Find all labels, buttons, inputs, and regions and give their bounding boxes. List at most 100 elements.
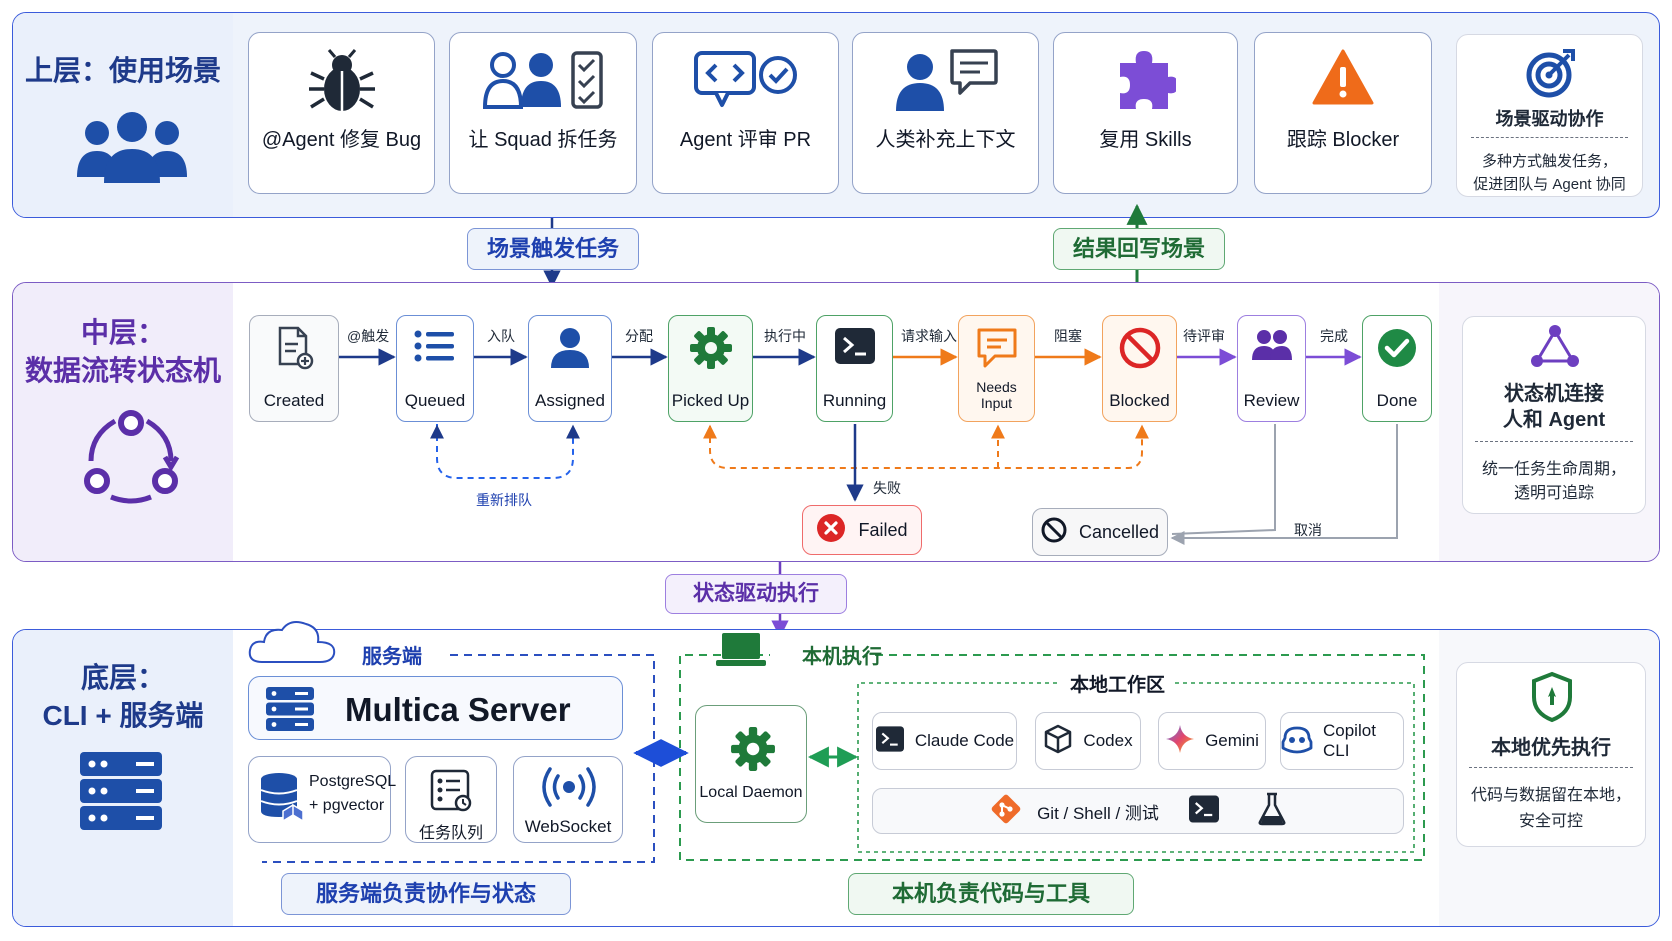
team-checklist-icon — [450, 49, 636, 111]
bottom-side-desc-2: 安全可控 — [1518, 813, 1583, 830]
scenario-card-6: 跟踪 Blocker — [1254, 32, 1432, 194]
top-side-desc-1: 多种方式触发任务， — [1481, 153, 1617, 170]
scenario-card-label: 让 Squad 拆任务 — [468, 129, 618, 151]
laptop-icon — [714, 630, 768, 675]
local-section-title: 本机执行 — [802, 646, 882, 668]
middle-side-title-2: 人和 Agent — [1502, 409, 1606, 431]
local-daemon-label: Local Daemon — [699, 784, 803, 801]
state-needs-input-label: Needs Input — [976, 379, 1017, 411]
middle-side-desc-1: 统一任务生命周期， — [1481, 461, 1626, 478]
postgres-card: PostgreSQL + pgvector — [248, 756, 396, 843]
multica-server-label: Multica Server — [345, 691, 571, 728]
bottom-side-desc-1: 代码与数据留在本地， — [1470, 787, 1631, 804]
scenario-card-1: @Agent 修复 Bug — [248, 32, 435, 194]
database-icon — [259, 771, 307, 828]
gear-icon — [669, 326, 752, 370]
claude-code-terminal-icon — [875, 725, 905, 758]
postgres-label-2: + pgvector — [309, 797, 385, 814]
tool-card-label: Claude Code — [914, 731, 1015, 750]
bottom-layer-title-2: CLI + 服务端 — [42, 700, 204, 731]
network-triangle-icon — [1529, 321, 1581, 374]
scenario-card-label: @Agent 修复 Bug — [261, 129, 422, 151]
git-icon — [989, 792, 1023, 831]
state-cancelled: Cancelled — [1032, 508, 1168, 556]
check-circle-icon — [1363, 326, 1431, 370]
scenario-card-label: 复用 Skills — [1099, 129, 1192, 151]
task-queue-label: 任务队列 — [418, 825, 483, 842]
state-created-label: Created — [263, 391, 325, 410]
state-drive-label: 状态驱动执行 — [665, 574, 847, 614]
edge-label-fail: 失败 — [873, 480, 901, 496]
trigger-task-label: 场景触发任务 — [467, 228, 639, 270]
edge-label-assign: 分配 — [625, 328, 653, 344]
edge-label-requeue: 重新排队 — [476, 492, 532, 508]
tool-card-2: Codex — [1035, 712, 1141, 770]
code-review-icon — [653, 49, 838, 109]
server-icon — [265, 686, 315, 737]
edge-label-to-review: 待评审 — [1183, 328, 1225, 344]
state-failed-label: Failed — [858, 519, 908, 540]
edge-label-executing: 执行中 — [764, 328, 806, 344]
copilot-icon — [1281, 724, 1313, 759]
state-review-label: Review — [1243, 391, 1300, 410]
local-daemon-card: Local Daemon — [695, 705, 807, 823]
codex-cube-icon — [1043, 724, 1073, 759]
new-document-icon — [250, 326, 338, 370]
target-icon — [1525, 47, 1577, 104]
state-needs-input: Needs Input — [958, 315, 1035, 422]
middle-layer-title-1: 中层： — [80, 317, 165, 348]
tool-card-label: Gemini — [1205, 731, 1259, 750]
state-queued-label: Queued — [404, 391, 466, 410]
person-icon — [529, 326, 611, 370]
gemini-sparkle-icon — [1165, 724, 1195, 759]
scenario-card-label: 跟踪 Blocker — [1286, 129, 1400, 151]
state-blocked-label: Blocked — [1109, 391, 1170, 410]
top-side-desc-2: 促进团队与 Agent 协同 — [1473, 176, 1626, 193]
state-running-label: Running — [822, 391, 887, 410]
tool-card-label: Copilot CLI — [1323, 721, 1376, 760]
message-icon — [959, 326, 1034, 368]
state-cancelled-label: Cancelled — [1078, 521, 1160, 542]
edge-label-enqueue: 入队 — [487, 328, 515, 344]
review-group-icon — [1238, 326, 1305, 366]
edge-label-trigger: @触发 — [347, 328, 390, 344]
bottom-layer-title-1: 底层： — [80, 662, 165, 693]
state-review: Review — [1237, 315, 1306, 422]
edge-label-complete: 完成 — [1320, 328, 1348, 344]
edge-label-block: 阻塞 — [1054, 328, 1082, 344]
middle-layer-title-2: 数据流转状态机 — [24, 355, 221, 386]
shield-icon — [1530, 671, 1574, 728]
workspace-title: 本地工作区 — [1070, 675, 1166, 696]
task-queue-card: 任务队列 — [405, 756, 497, 843]
cycle-icon — [79, 401, 183, 510]
state-done: Done — [1362, 315, 1432, 422]
scenario-card-2: 让 Squad 拆任务 — [449, 32, 637, 194]
state-picked-up-label: Picked Up — [671, 391, 750, 410]
scenario-card-label: 人类补充上下文 — [875, 129, 1016, 151]
terminal-icon — [817, 326, 892, 366]
tool-card-1: Claude Code — [872, 712, 1017, 770]
warning-icon — [1255, 49, 1431, 105]
writeback-scene-label: 结果回写场景 — [1053, 228, 1225, 270]
task-list-icon — [430, 769, 474, 818]
edge-label-cancel: 取消 — [1294, 522, 1322, 538]
scenario-card-label: Agent 评审 PR — [679, 129, 812, 151]
multica-server-card: Multica Server — [248, 676, 623, 740]
state-created: Created — [249, 315, 339, 422]
scenario-card-5: 复用 Skills — [1053, 32, 1238, 194]
cloud-icon — [246, 618, 340, 673]
state-running: Running — [816, 315, 893, 422]
bottom-side-title: 本地优先执行 — [1491, 737, 1611, 759]
git-shell-test-bar: Git / Shell / 测试 — [872, 788, 1404, 834]
test-flask-icon — [1257, 792, 1287, 831]
websocket-label: WebSocket — [524, 817, 612, 836]
state-assigned-label: Assigned — [535, 391, 605, 410]
local-caption: 本机负责代码与工具 — [848, 873, 1134, 915]
daemon-gear-icon — [730, 726, 776, 777]
postgres-label-1: PostgreSQL — [309, 773, 397, 790]
state-queued: Queued — [396, 315, 474, 422]
tool-card-4: Copilot CLI — [1280, 712, 1404, 770]
broadcast-icon — [540, 765, 598, 814]
git-shell-test-label: Git / Shell / 测试 — [1037, 803, 1159, 823]
